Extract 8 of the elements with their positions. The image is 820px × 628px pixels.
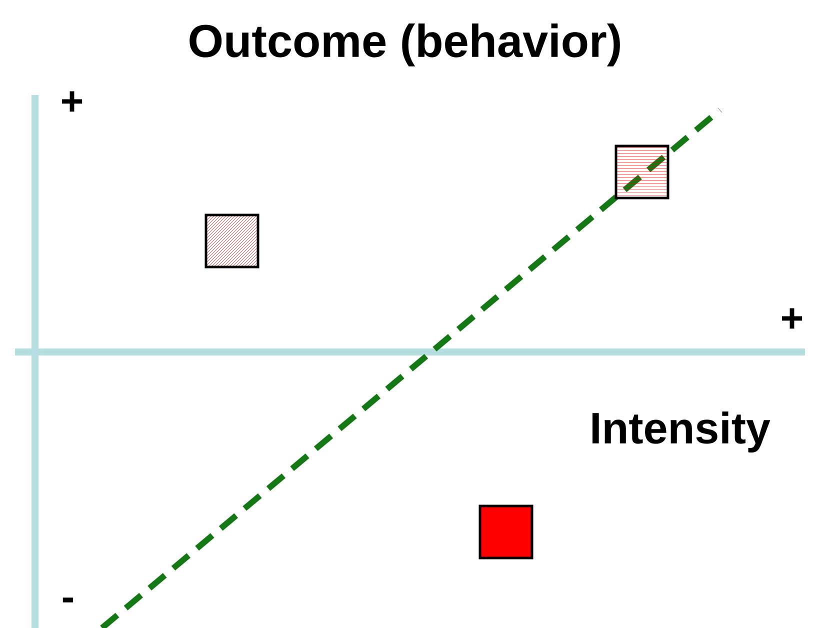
minus-sign: - xyxy=(62,598,74,602)
square-marker xyxy=(478,504,534,560)
title: Outcome (behavior) xyxy=(190,24,620,66)
plus-sign: + xyxy=(62,91,82,112)
square-marker xyxy=(204,214,260,268)
square-marker xyxy=(614,144,670,200)
plus-sign: + xyxy=(782,308,802,329)
axis-label: Intensity xyxy=(592,411,770,452)
